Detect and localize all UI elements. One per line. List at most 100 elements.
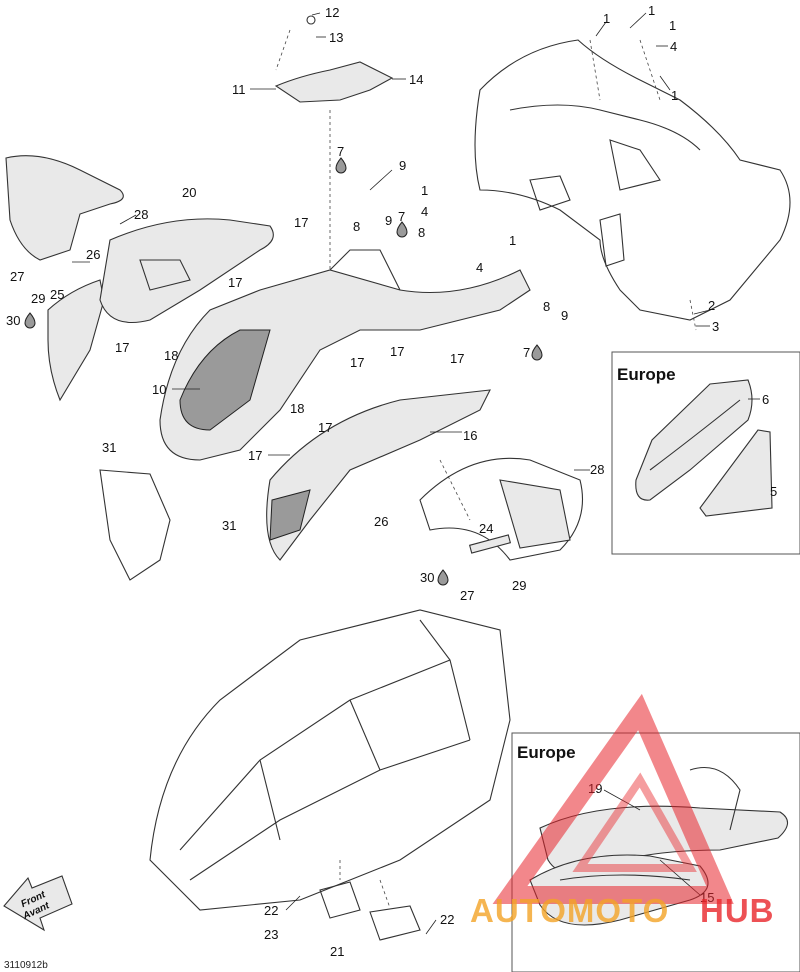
frame-outline bbox=[149, 609, 511, 911]
europe-label-top: Europe bbox=[617, 365, 676, 384]
europe-deflector-crease bbox=[559, 874, 691, 881]
europe-side-panel-large bbox=[635, 379, 753, 501]
callout-22-b: 22 bbox=[440, 912, 454, 927]
callout-8-a: 8 bbox=[353, 219, 360, 234]
europe-guard-bracket bbox=[689, 766, 741, 831]
main-body-panel bbox=[159, 249, 531, 461]
fender-side-clip bbox=[599, 213, 625, 267]
callout-4-b: 4 bbox=[421, 204, 428, 219]
frame-rail-upper bbox=[179, 659, 451, 851]
callout-1-c: 1 bbox=[669, 18, 676, 33]
bracket-21 bbox=[369, 905, 421, 941]
dash-bracket-21 bbox=[379, 879, 391, 909]
bracket-group bbox=[99, 469, 421, 941]
callout-10: 10 bbox=[152, 382, 166, 397]
drop-icon bbox=[24, 312, 36, 329]
assembly-lines bbox=[275, 29, 697, 909]
callout-17-a: 17 bbox=[294, 215, 308, 230]
callout-17-c: 17 bbox=[115, 340, 129, 355]
callout-14: 14 bbox=[409, 72, 423, 87]
callout-4-c: 4 bbox=[476, 260, 483, 275]
callout-16: 16 bbox=[463, 428, 477, 443]
europe-box-top bbox=[611, 351, 800, 555]
callout-28-b: 28 bbox=[590, 462, 604, 477]
callout-2: 2 bbox=[708, 298, 715, 313]
callout-31-a: 31 bbox=[102, 440, 116, 455]
callout-1-d: 1 bbox=[671, 88, 678, 103]
mudguard-flap bbox=[499, 479, 571, 549]
callout-1-f: 1 bbox=[509, 233, 516, 248]
front-grille-bracket bbox=[99, 469, 171, 581]
callout-30-b: 30 bbox=[420, 570, 434, 585]
callout-31-b: 31 bbox=[222, 518, 236, 533]
callout-22-a: 22 bbox=[264, 903, 278, 918]
callout-6: 6 bbox=[762, 392, 769, 407]
callout-17-d: 17 bbox=[350, 355, 364, 370]
frame-cross-1 bbox=[259, 759, 281, 841]
watermark-triangle-inner bbox=[572, 772, 697, 872]
callout-8-b: 8 bbox=[418, 225, 425, 240]
callout-7-a: 7 bbox=[337, 144, 344, 159]
drop-icon bbox=[531, 344, 543, 361]
dash-mudguard bbox=[439, 459, 471, 521]
drop-icon bbox=[335, 157, 347, 174]
callout-29-b: 29 bbox=[512, 578, 526, 593]
callout-7-b: 7 bbox=[398, 209, 405, 224]
callout-13: 13 bbox=[329, 30, 343, 45]
europe-panel-crease bbox=[649, 399, 741, 471]
frame-rail-lower bbox=[189, 739, 471, 881]
callout-numbers: 12 13 11 14 1 1 1 4 1 7 9 20 28 1 4 7 9 … bbox=[6, 3, 777, 959]
rear-fender-outline bbox=[474, 39, 791, 321]
headlight-recess bbox=[179, 329, 271, 431]
callout-20: 20 bbox=[182, 185, 196, 200]
callout-leaders bbox=[72, 12, 760, 935]
drop-icon bbox=[437, 569, 449, 586]
chassis-frame bbox=[149, 609, 511, 911]
europe-region-top: Europe bbox=[611, 351, 800, 555]
callout-1-b: 1 bbox=[648, 3, 655, 18]
callout-5: 5 bbox=[770, 484, 777, 499]
watermark-triangle-outer bbox=[492, 693, 734, 904]
callout-26-b: 26 bbox=[374, 514, 388, 529]
callout-17-e: 17 bbox=[390, 344, 404, 359]
adhesive-drop-markers bbox=[24, 157, 543, 586]
callout-12: 12 bbox=[325, 5, 339, 20]
side-panel-16 bbox=[266, 389, 491, 561]
drop-icon bbox=[396, 221, 408, 238]
automotohub-watermark: AUTOMOTO HUB bbox=[470, 693, 774, 929]
callout-17-g: 17 bbox=[318, 420, 332, 435]
callout-23: 23 bbox=[264, 927, 278, 942]
rear-mudguard bbox=[419, 457, 584, 561]
top-cover-screw bbox=[306, 15, 316, 25]
callout-28-a: 28 bbox=[134, 207, 148, 222]
dash-fender-washer bbox=[639, 39, 661, 101]
frame-cross-2 bbox=[349, 699, 381, 771]
left-side-panel bbox=[99, 218, 274, 324]
side-panel-vent bbox=[139, 259, 191, 291]
callout-8-c: 8 bbox=[543, 299, 550, 314]
callout-26-a: 26 bbox=[86, 247, 100, 262]
body-seat-bridge bbox=[329, 249, 401, 291]
rear-fender-assembly bbox=[474, 39, 791, 321]
callout-27-a: 27 bbox=[10, 269, 24, 284]
body-panel-10 bbox=[159, 269, 531, 461]
dash-fender-nut bbox=[689, 299, 697, 331]
front-fender-panel bbox=[5, 155, 124, 261]
lower-side-panel bbox=[266, 389, 491, 561]
callout-17-f: 17 bbox=[450, 351, 464, 366]
front-direction-arrow: Front Avant bbox=[3, 875, 73, 932]
front-side-trim bbox=[47, 279, 105, 402]
top-cover bbox=[274, 15, 394, 103]
front-left-fender bbox=[5, 155, 124, 402]
callout-18-a: 18 bbox=[164, 348, 178, 363]
callout-9-c: 9 bbox=[561, 308, 568, 323]
callout-1-e: 1 bbox=[421, 183, 428, 198]
front-arrow-shape bbox=[3, 875, 73, 932]
diagram-reference-code: 3110912b bbox=[4, 960, 48, 971]
callout-18-b: 18 bbox=[290, 401, 304, 416]
callout-7-c: 7 bbox=[523, 345, 530, 360]
lower-panel-vents bbox=[269, 489, 311, 541]
watermark-text-automoto: AUTOMOTO bbox=[470, 892, 669, 929]
